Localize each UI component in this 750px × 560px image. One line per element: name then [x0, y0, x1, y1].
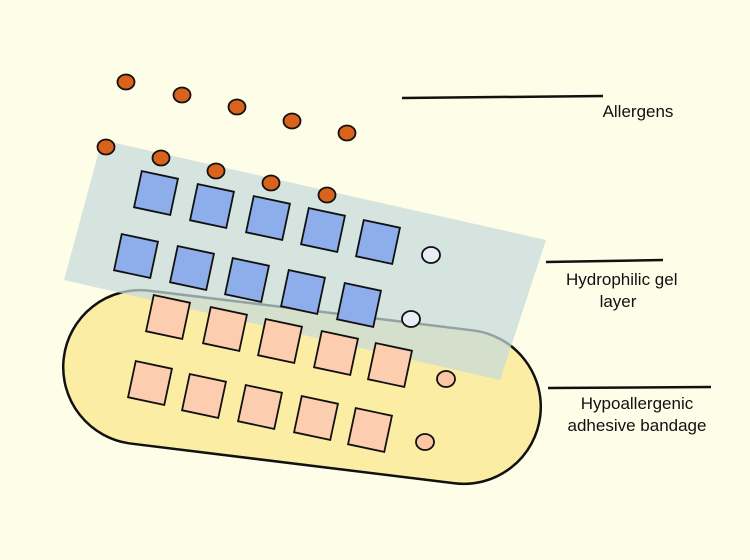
bandage-square [126, 359, 174, 407]
gel-square [244, 194, 292, 242]
allergens-label: Allergens [598, 101, 678, 123]
bandage-squares [126, 293, 414, 454]
gel-leader-line [545, 258, 664, 264]
allergen-particle [282, 112, 302, 130]
gel-square [354, 218, 402, 266]
allergen-particle [116, 73, 136, 91]
gel-square [335, 281, 383, 329]
gel-square [279, 268, 327, 316]
allergen-particle [151, 149, 171, 167]
gel-dot [401, 310, 421, 328]
bandage-leader-line [547, 385, 712, 390]
bandage-square [366, 341, 414, 389]
gel-label-line-1: Hydrophilic gel [566, 270, 678, 289]
bandage-square [292, 394, 340, 442]
allergen-particle [96, 138, 116, 156]
bandage-square [201, 305, 249, 353]
allergen-particle [337, 124, 357, 142]
gel-square [112, 232, 160, 280]
gel-dot [421, 246, 441, 264]
bandage-square [180, 372, 228, 420]
allergen-particle [261, 174, 281, 192]
bandage-dots [415, 370, 456, 451]
gel-square [132, 169, 180, 217]
allergens-leader-line [401, 94, 604, 100]
bandage-square [256, 317, 304, 365]
gel-dots [401, 246, 441, 328]
allergen-particles [96, 73, 357, 204]
gel-square [168, 244, 216, 292]
bandage-square [144, 293, 192, 341]
gel-layer-panel [64, 140, 546, 380]
bandage-dot [436, 370, 456, 388]
bandage-label-line-2: adhesive bandage [567, 416, 707, 435]
allergen-particle [206, 162, 226, 180]
gel-label-line-2: layer [599, 292, 637, 311]
bandage-label: Hypoallergenic adhesive bandage [560, 393, 714, 437]
allergen-particle [317, 186, 337, 204]
allergens-label-text: Allergens [602, 102, 674, 121]
bandage-square [236, 383, 284, 431]
bandage-dot [415, 433, 435, 451]
gel-square [299, 206, 347, 254]
gel-layer-label: Hydrophilic gel layer [566, 269, 678, 313]
gel-square [223, 256, 271, 304]
bandage-square [346, 406, 394, 454]
allergen-particle [172, 86, 192, 104]
gel-squares [112, 169, 402, 329]
allergen-particle [227, 98, 247, 116]
bandage-square [312, 329, 360, 377]
bandage-label-line-1: Hypoallergenic [580, 394, 694, 413]
gel-square [188, 182, 236, 230]
